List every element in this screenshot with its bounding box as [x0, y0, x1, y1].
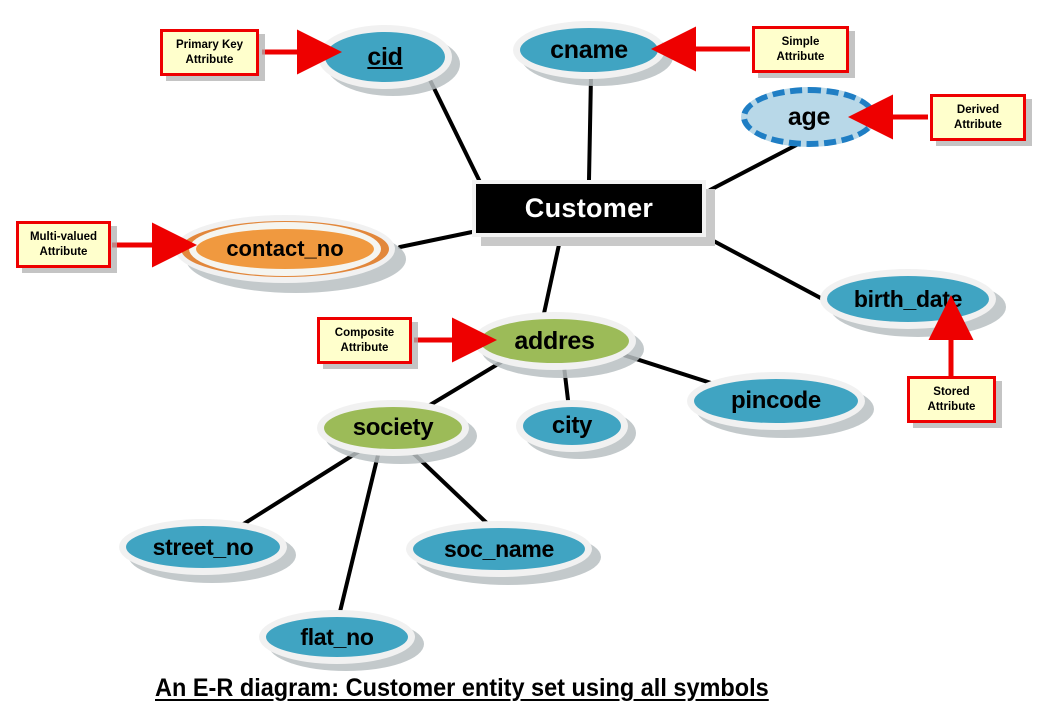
callout-simple-line2: Attribute	[776, 50, 825, 63]
attribute-flat-no[interactable]: flat_no	[259, 610, 415, 664]
callout-stored-line1: Stored	[933, 386, 970, 399]
callout-simple[interactable]: Simple Attribute	[752, 26, 849, 73]
callout-derived-line2: Attribute	[954, 118, 1002, 131]
customer-entity-label: Customer	[524, 193, 654, 223]
attribute-soc-name[interactable]: soc_name	[406, 521, 592, 577]
callout-derived-line1: Derived	[956, 104, 1000, 117]
attribute-street-no[interactable]: street_no	[119, 519, 287, 575]
attribute-contact-no-label: contact_no	[226, 236, 344, 261]
attribute-society-label: society	[352, 414, 434, 441]
callout-multi-valued-line1: Multi-valued	[29, 231, 98, 244]
callout-primary-key[interactable]: Primary Key Attribute	[160, 29, 259, 76]
attribute-age[interactable]: age	[741, 87, 877, 147]
callout-derived[interactable]: Derived Attribute	[930, 94, 1026, 141]
attribute-addres-label: addres	[514, 326, 595, 355]
callout-primary-key-line2: Attribute	[185, 53, 234, 66]
attribute-contact-no[interactable]: contact_no	[189, 222, 381, 276]
customer-entity[interactable]: Customer	[472, 180, 706, 237]
attribute-street-no-label: street_no	[152, 533, 254, 560]
callout-simple-line1: Simple	[781, 36, 820, 49]
diagram-caption: An E-R diagram: Customer entity set usin…	[155, 674, 769, 702]
attribute-soc-name-label: soc_name	[443, 535, 555, 562]
attribute-society[interactable]: society	[317, 400, 469, 456]
attribute-addres[interactable]: addres	[473, 312, 636, 370]
attribute-cname[interactable]: cname	[513, 21, 665, 79]
attribute-cname-label: cname	[550, 35, 628, 64]
callout-stored-line2: Attribute	[927, 400, 976, 413]
attribute-cid-label: cid	[367, 42, 403, 71]
attribute-city-label: city	[551, 412, 593, 439]
callout-composite[interactable]: Composite Attribute	[317, 317, 412, 364]
callout-primary-key-line1: Primary Key	[175, 39, 244, 52]
customer-entity-label-box: Customer	[476, 184, 702, 233]
attribute-flat-no-label: flat_no	[300, 623, 374, 650]
attribute-pincode-label: pincode	[731, 387, 821, 414]
attribute-city[interactable]: city	[516, 400, 628, 452]
attribute-birth-date[interactable]: birth_date	[820, 269, 996, 329]
callout-multi-valued[interactable]: Multi-valued Attribute	[16, 221, 111, 268]
attribute-birth-date-label: birth_date	[853, 285, 963, 312]
attribute-age-label: age	[787, 102, 831, 131]
callout-stored[interactable]: Stored Attribute	[907, 376, 996, 423]
callout-composite-line1: Composite	[334, 327, 395, 340]
attribute-pincode[interactable]: pincode	[687, 372, 865, 430]
callout-multi-valued-line2: Attribute	[39, 245, 88, 258]
attribute-cid[interactable]: cid	[318, 25, 452, 89]
callout-composite-line2: Attribute	[340, 341, 389, 354]
